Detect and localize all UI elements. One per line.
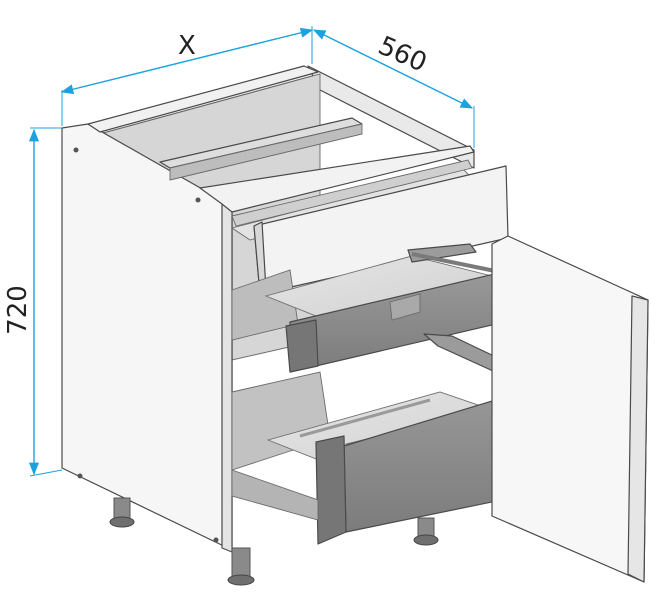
middle-drawer-side bbox=[285, 319, 319, 373]
depth-dimension-line bbox=[312, 29, 474, 109]
width-label: X bbox=[178, 31, 196, 61]
middle-drawer[interactable] bbox=[231, 243, 523, 373]
legs bbox=[109, 497, 439, 586]
top-cross-rail-shadow bbox=[169, 123, 363, 181]
bottom-drawer-lower-runner bbox=[231, 469, 319, 521]
bottom-drawer-side bbox=[315, 435, 347, 545]
bottom-drawer-gallery-rail-2 bbox=[299, 398, 431, 438]
leg-front-left bbox=[109, 497, 135, 528]
front-top-rail bbox=[199, 145, 475, 213]
leg-rear-right bbox=[413, 517, 439, 546]
width-dimension-line bbox=[60, 27, 314, 95]
top-drawer[interactable] bbox=[230, 159, 509, 295]
door-edge bbox=[627, 295, 649, 583]
middle-drawer-gallery-rail bbox=[411, 252, 501, 274]
height-label: 720 bbox=[3, 285, 33, 335]
middle-drawer-handle-icon bbox=[389, 293, 421, 321]
cabinet-door[interactable] bbox=[491, 235, 649, 583]
door-panel bbox=[491, 235, 649, 583]
depth-label: 560 bbox=[374, 31, 432, 79]
top-drawer-rail bbox=[231, 159, 473, 227]
dimension-annotations: X 560 720 bbox=[3, 26, 475, 477]
height-extension-bottom bbox=[29, 469, 63, 477]
leg-front-center bbox=[227, 547, 255, 586]
panel-screws bbox=[73, 147, 219, 543]
left-panel-edge bbox=[221, 203, 233, 553]
